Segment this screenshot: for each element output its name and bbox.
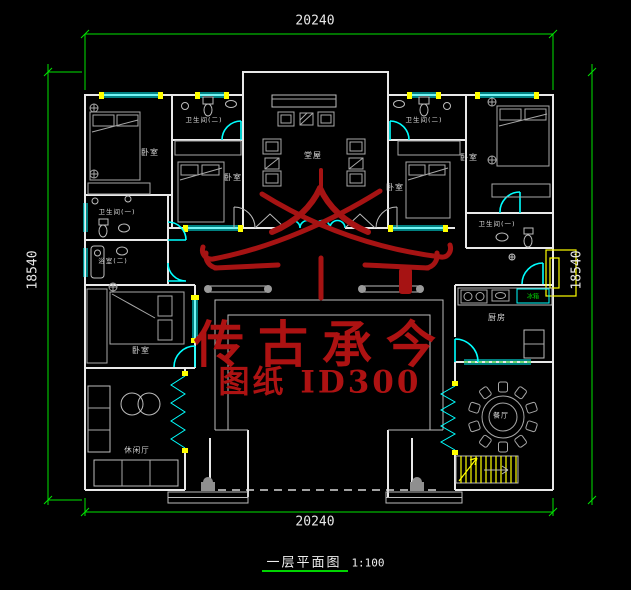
- dimension-bottom: 20240: [295, 514, 335, 530]
- windows: [83, 92, 539, 365]
- room-label-bedroom-top-left: 卧室: [141, 148, 159, 157]
- drawing-scale: 1:100: [351, 556, 385, 570]
- room-label-bedroom-strip-right: 卧室: [386, 183, 404, 192]
- dimension-left: 18540: [25, 250, 41, 290]
- watermark-id-text: 图纸 ID300: [218, 364, 422, 401]
- room-label-bath-top-right: 卫生间(二): [405, 115, 443, 124]
- drawing-title: 一层平面图: [266, 555, 342, 571]
- room-label-bedroom-strip-left: 卧室: [224, 173, 242, 182]
- fridge-label: 冰箱: [526, 293, 540, 301]
- watermark-roof-icon: [200, 168, 453, 301]
- room-label-bedroom-top-right: 卧室: [460, 153, 478, 162]
- room-label-bedroom-mid-left: 卧室: [132, 346, 150, 355]
- room-label-dining: 餐厅: [493, 411, 509, 420]
- room-label-leisure: 休闲厅: [124, 445, 150, 455]
- room-label-bath-mid-lower: 浴室(二): [98, 256, 128, 265]
- title-underline: [262, 570, 348, 572]
- dimension-top: 20240: [295, 13, 335, 29]
- room-label-bath-right: 卫生间(一): [478, 219, 516, 228]
- room-label-bath-top-left: 卫生间(二): [185, 115, 223, 124]
- dimension-right: 18540: [569, 250, 585, 290]
- room-label-kitchen: 厨房: [488, 313, 506, 322]
- dimension-lines: [43, 29, 597, 517]
- courtyard: [167, 285, 463, 504]
- furniture: [86, 94, 553, 487]
- staircase: [455, 455, 519, 484]
- watermark-brand-text: 传古承今: [194, 315, 450, 374]
- room-label-bath-mid-upper: 卫生间(一): [98, 207, 136, 216]
- room-label-hall: 堂屋: [304, 151, 322, 160]
